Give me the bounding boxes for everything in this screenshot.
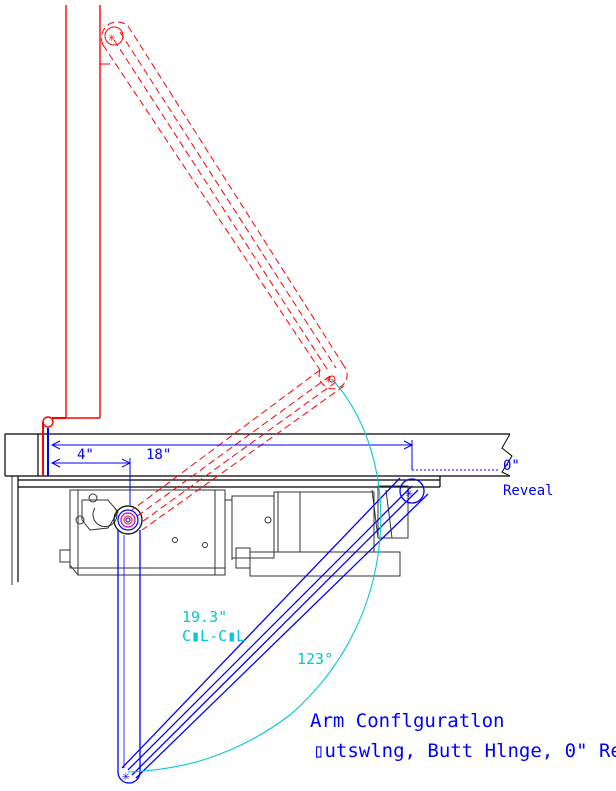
reveal-value-label: 0" — [503, 458, 520, 474]
arm-length-basis-label: C▮L-C▮L — [182, 627, 245, 645]
svg-text:✳: ✳ — [325, 372, 332, 386]
caption-line-2: ▯utswlng, Butt Hlnge, 0" Reveal — [313, 740, 616, 762]
swing-angle-arc — [127, 378, 382, 773]
arm-open-door-pivot: ✳ — [100, 26, 124, 65]
forearm — [121, 477, 429, 779]
arm-open-elbow-pivot: ✳ — [325, 372, 336, 386]
pinion-hub — [113, 505, 143, 535]
door-closer-body — [59, 485, 409, 577]
door-open-outline — [65, 5, 101, 419]
svg-text:✳: ✳ — [405, 486, 413, 501]
door-frame-header — [4, 433, 513, 585]
arm-length-value-label: 19.3" — [182, 608, 227, 626]
arm-elbow-pivot: ✳ — [122, 769, 130, 784]
dimension-4-label: 4" — [77, 447, 94, 463]
caption-line-1: Arm Conflguratlon — [310, 710, 504, 732]
reveal-word-label: Reveal — [503, 483, 554, 499]
dimension-lines — [50, 440, 500, 505]
butt-hinge — [42, 416, 66, 476]
arm-open-position — [100, 21, 348, 531]
svg-text:✳: ✳ — [108, 30, 115, 44]
main-arm — [117, 530, 141, 784]
arm-shoe-pivot: ✳ — [405, 486, 413, 501]
svg-text:✳: ✳ — [122, 769, 130, 784]
swing-angle-label: 123° — [297, 650, 333, 668]
dimension-18-label: 18" — [146, 447, 171, 463]
